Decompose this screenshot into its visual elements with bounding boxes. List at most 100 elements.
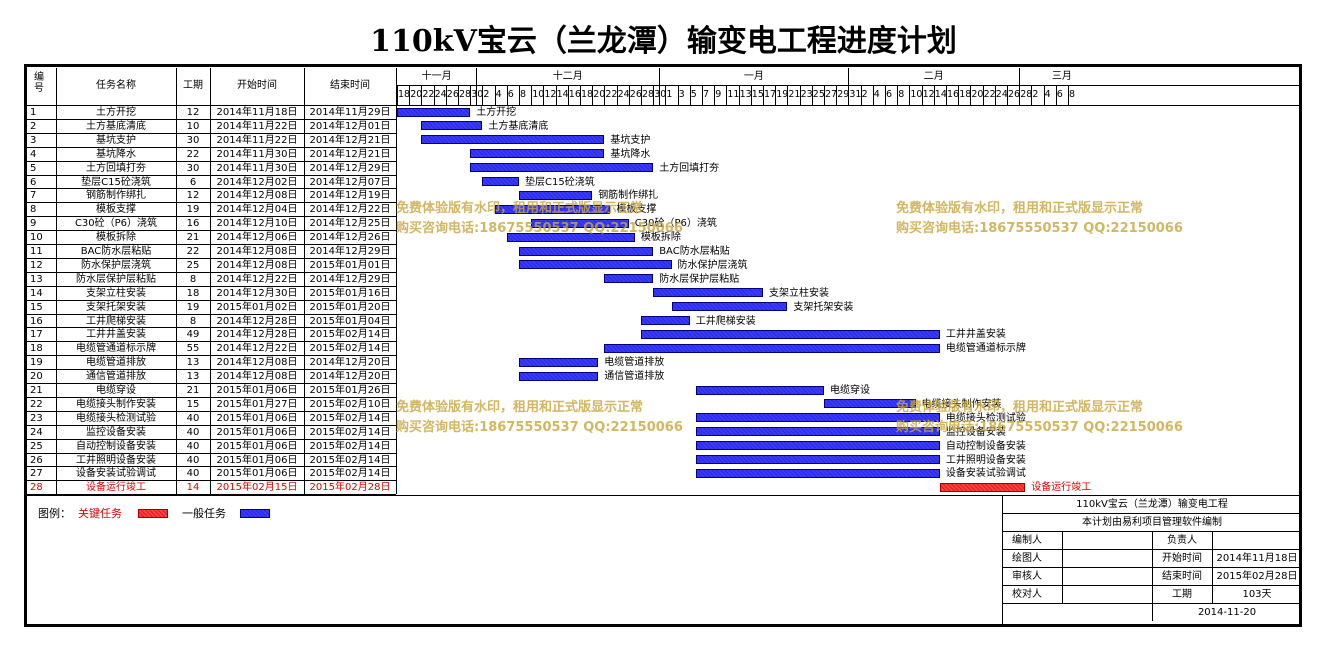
task-end: 2014年12月21日 (309, 148, 391, 160)
task-dur: 49 (186, 329, 200, 341)
task-end: 2014年12月25日 (309, 218, 391, 230)
task-end: 2015年02月14日 (309, 468, 391, 480)
day-tick (580, 86, 581, 105)
task-dur: 30 (186, 162, 200, 174)
row-line (24, 480, 396, 482)
task-start: 2014年12月30日 (216, 287, 298, 299)
task-name: 钢筋制作绑扎 (86, 190, 146, 202)
day-tick (1007, 86, 1008, 105)
day-tick (433, 86, 435, 105)
task-start: 2014年12月08日 (216, 371, 298, 383)
bar-label: 通信管道排放 (604, 371, 665, 383)
task-end: 2014年12月29日 (309, 162, 391, 174)
row-line (24, 285, 396, 287)
task-start: 2015年01月06日 (216, 468, 298, 480)
task-no: 28 (30, 482, 43, 494)
task-start: 2014年12月08日 (216, 246, 298, 257)
task-dur: 55 (186, 343, 200, 355)
info-col-line (1062, 585, 1063, 604)
task-no: 4 (30, 148, 37, 160)
column-line (56, 68, 57, 495)
task-no: 24 (30, 426, 43, 438)
info-cell: 110kV宝云（兰龙潭）输变电工程 (1076, 499, 1228, 511)
day-label: 18 (581, 89, 594, 100)
gantt-bar (695, 441, 940, 451)
watermark-line-1: 免费体验版有水印，租用和正式版显示正常 (396, 400, 644, 415)
task-dur: 21 (186, 385, 200, 396)
gantt-bar (519, 246, 654, 256)
day-label: 30 (654, 89, 667, 100)
task-dur: 10 (186, 120, 200, 132)
gantt-bar (641, 329, 940, 339)
task-dur: 19 (186, 301, 200, 313)
row-line (24, 466, 396, 468)
info-cell: 编制人 (1012, 535, 1042, 547)
row-line (24, 244, 396, 245)
legend-normal-label: 一般任务 (182, 507, 226, 521)
task-name: 电缆管道排放 (86, 357, 146, 369)
watermark: 免费体验版有水印，租用和正式版显示正常购买咨询电话:18675550537 QQ… (896, 199, 1183, 239)
task-no: 8 (30, 204, 37, 216)
task-start: 2014年11月30日 (216, 162, 298, 174)
task-no: 23 (30, 412, 43, 424)
day-tick (1043, 86, 1045, 105)
task-dur: 21 (186, 232, 200, 244)
row-line (24, 438, 396, 440)
day-tick (1019, 86, 1021, 105)
task-end: 2014年12月20日 (309, 371, 391, 383)
row-line (24, 299, 396, 301)
task-no: 15 (30, 301, 43, 313)
day-tick (555, 86, 557, 105)
task-dur: 8 (189, 273, 197, 285)
gantt-bar (482, 177, 519, 186)
bar-label: 土方基底清底 (488, 120, 549, 132)
gantt-bar (519, 371, 599, 381)
day-tick (885, 86, 886, 105)
task-end: 2014年12月22日 (309, 204, 391, 216)
task-name: BAC防水层粘贴 (80, 246, 152, 257)
month-divider (659, 68, 661, 105)
day-tick (799, 86, 801, 105)
task-start: 2014年11月22日 (216, 134, 298, 146)
task-no: 10 (30, 232, 43, 244)
day-tick (628, 86, 630, 105)
task-no: 20 (30, 371, 43, 383)
row-line (24, 313, 396, 315)
day-label: 31 (849, 89, 862, 100)
task-start: 2014年12月06日 (216, 232, 298, 244)
day-label: 20 (410, 89, 423, 100)
task-dur: 12 (186, 107, 200, 118)
task-no: 5 (30, 162, 37, 174)
info-col-line (1152, 603, 1153, 622)
row-line (24, 174, 396, 176)
day-tick (1031, 86, 1033, 105)
day-tick (848, 86, 850, 105)
gantt-bar (939, 482, 1026, 492)
bar-label: 支架托架安装 (793, 301, 854, 313)
day-label: 3 (678, 89, 685, 100)
row-line (24, 160, 396, 162)
row-line (24, 383, 396, 384)
task-dur: 15 (186, 398, 200, 410)
row-line (24, 410, 396, 412)
gantt-bar (604, 343, 940, 353)
info-cell: 审核人 (1012, 571, 1042, 583)
task-end: 2015年01月26日 (309, 385, 391, 396)
day-tick (787, 86, 789, 105)
watermark-line-2: 购买咨询电话:18675550537 QQ:22150066 (896, 221, 1183, 236)
row-line (24, 188, 396, 190)
task-name: 自动控制设备安装 (76, 440, 156, 452)
task-no: 11 (30, 246, 43, 257)
info-col-line (1152, 567, 1153, 586)
bar-label: 模板支撑 (616, 204, 657, 216)
day-label: 6 (886, 89, 893, 100)
task-no: 19 (30, 357, 43, 369)
day-label: 7 (703, 89, 710, 100)
gantt-bar (531, 218, 629, 228)
day-tick (1068, 86, 1069, 105)
day-tick (860, 86, 862, 105)
task-end: 2015年02月14日 (309, 329, 391, 341)
day-label: 22 (983, 89, 996, 100)
info-cell: 2015年02月28日 (1216, 571, 1298, 583)
task-start: 2015年02月15日 (216, 482, 298, 494)
